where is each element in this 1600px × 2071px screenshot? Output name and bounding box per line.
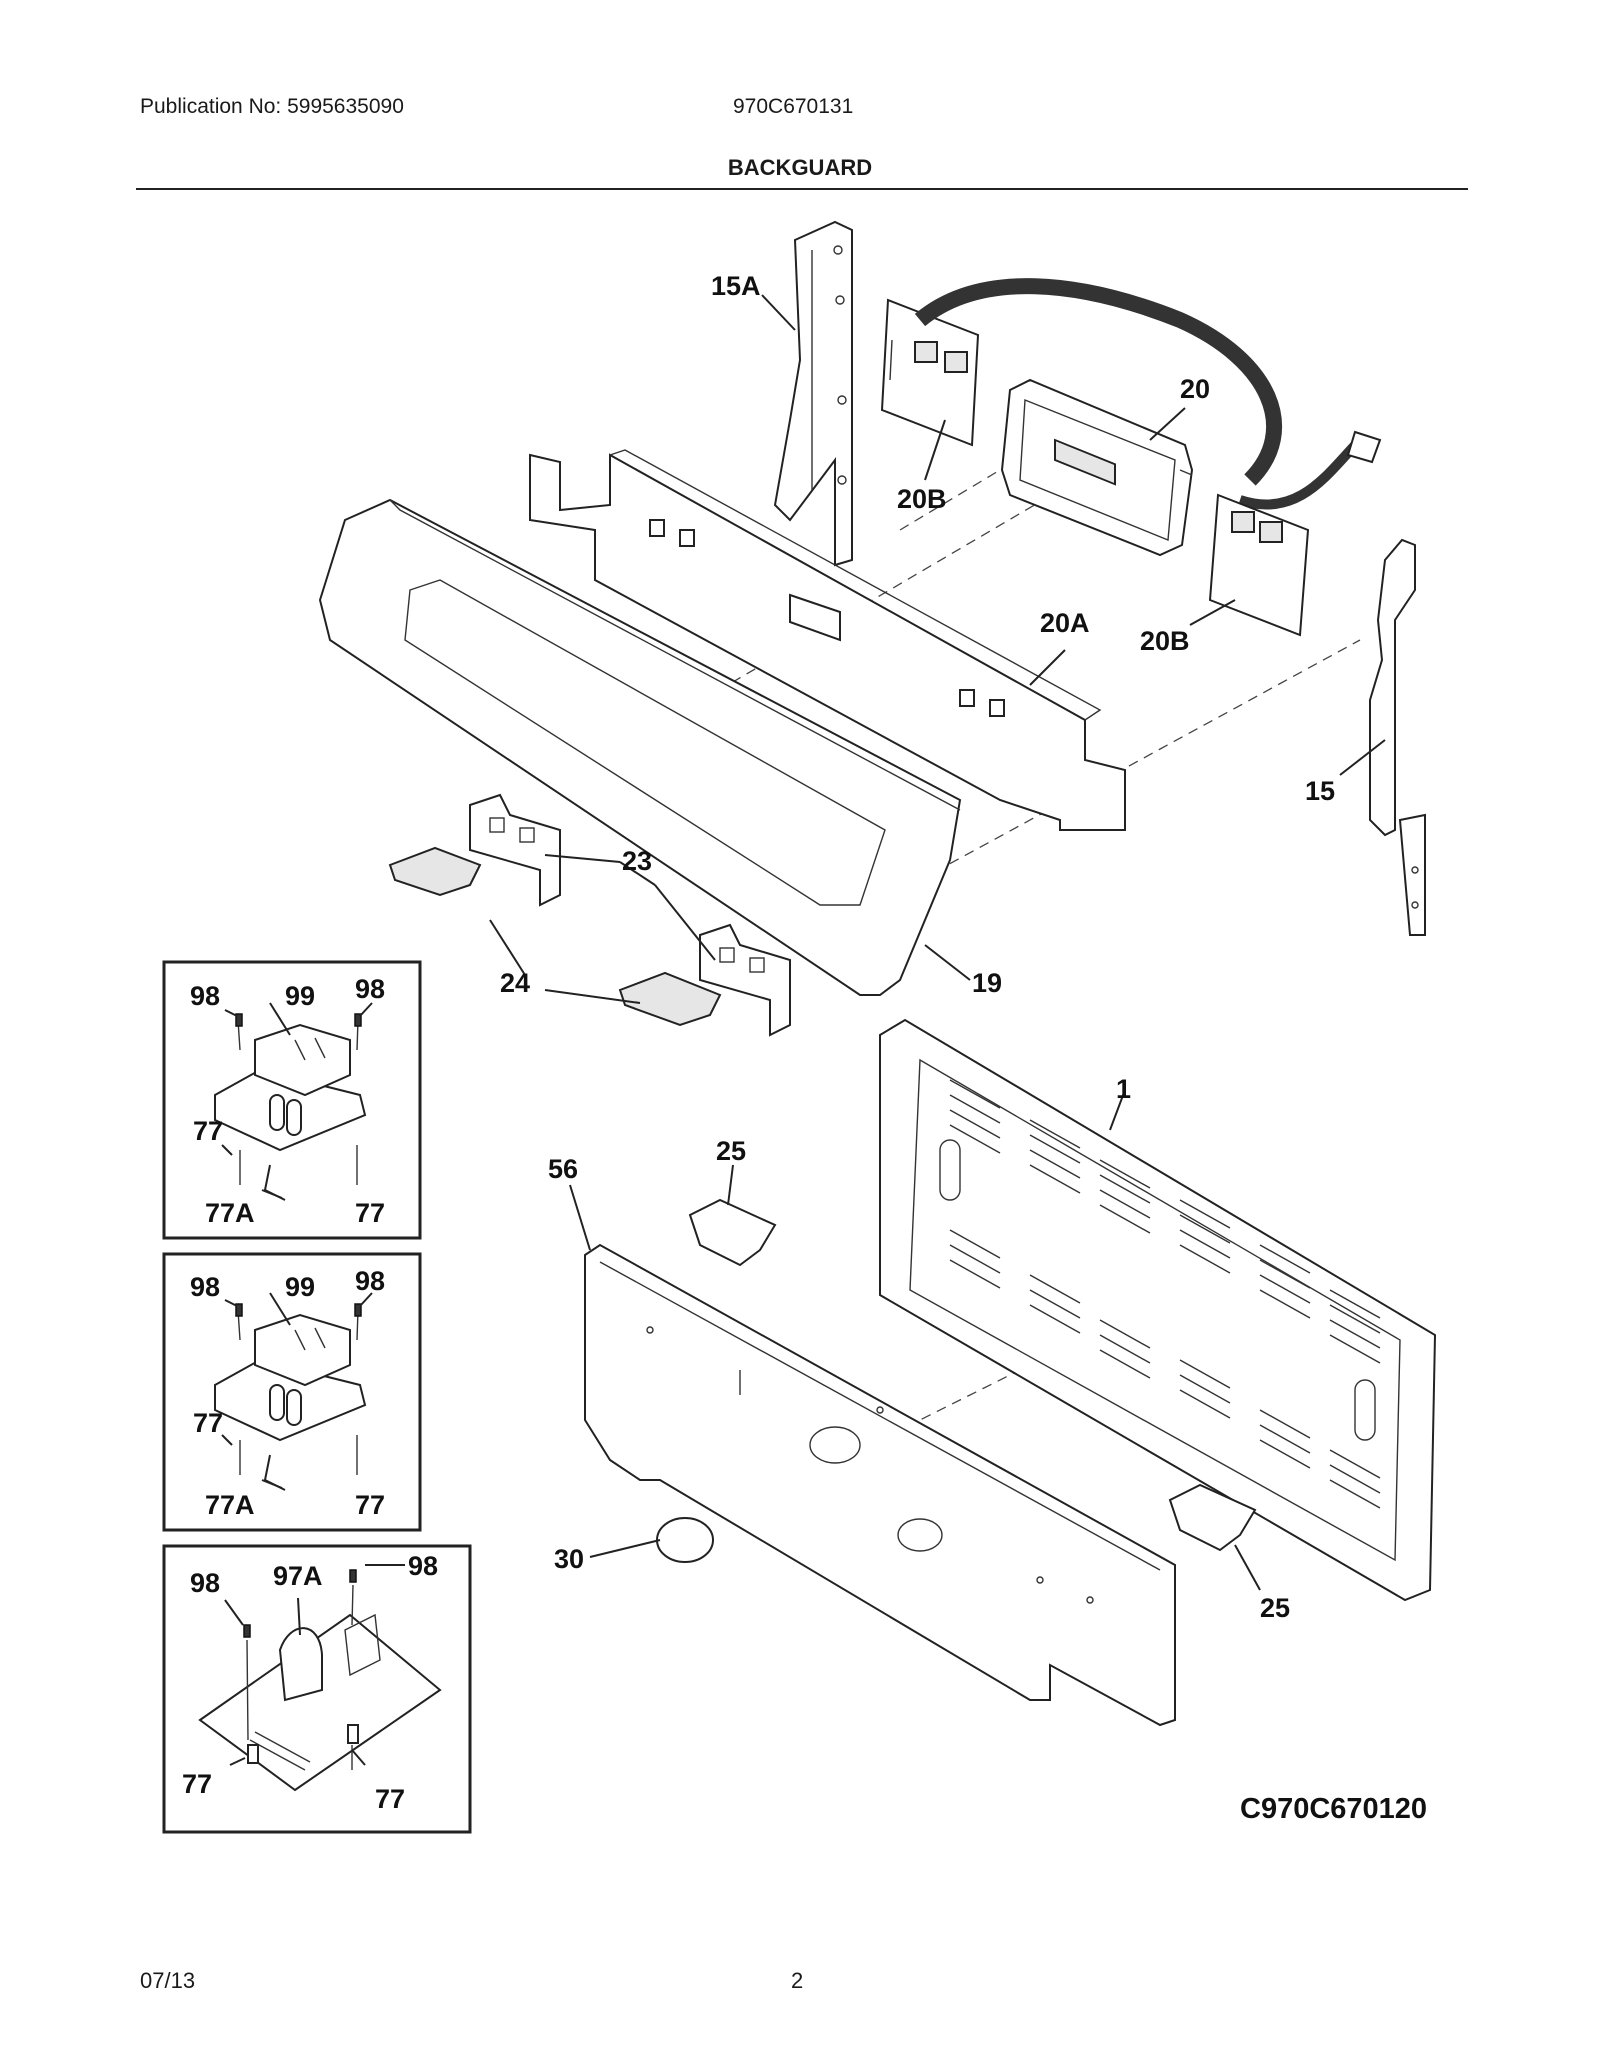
inset3-callout-77-right: 77	[375, 1784, 405, 1814]
callout-20A: 20A	[1040, 608, 1090, 638]
inset3-callout-98-right: 98	[408, 1551, 438, 1581]
control-board-20B-right	[1208, 493, 1310, 637]
end-cap-24-lower	[618, 971, 722, 1027]
inset2-callout-98-left: 98	[190, 1272, 220, 1302]
leader-lines	[489, 294, 1386, 1591]
inset3-callout-98-left: 98	[190, 1568, 220, 1598]
bracket-15A	[773, 220, 853, 567]
end-cap-23-lower	[699, 923, 791, 1037]
end-cap-23-upper	[469, 793, 561, 907]
inset2-callout-77-right: 77	[355, 1490, 385, 1520]
callout-20: 20	[1180, 374, 1210, 404]
callout-25-top: 25	[716, 1136, 746, 1166]
callout-19: 19	[972, 968, 1002, 998]
inset2-callout-98-right: 98	[355, 1266, 385, 1296]
page-number: 2	[791, 1968, 804, 1993]
footer-date: 07/13	[140, 1968, 196, 1993]
control-panel-housing-20A	[529, 449, 1126, 831]
callout-56: 56	[548, 1154, 578, 1184]
vent-slots	[949, 1079, 1381, 1509]
callout-25-bottom: 25	[1260, 1593, 1290, 1623]
callout-20B-top: 20B	[897, 484, 947, 514]
publication-number: Publication No: 5995635090	[140, 95, 404, 118]
header-rule	[136, 188, 1468, 190]
inset1-callout-77A: 77A	[205, 1198, 255, 1228]
callout-15: 15	[1305, 776, 1335, 806]
model-number: 970C670131	[733, 95, 854, 118]
callout-24: 24	[500, 968, 530, 998]
inset3-callout-77-left: 77	[182, 1769, 212, 1799]
inset1-callout-77-right: 77	[355, 1198, 385, 1228]
inset1-callout-98-right: 98	[355, 974, 385, 1004]
bracket-15	[1369, 538, 1426, 936]
control-board-20B-upper	[880, 298, 980, 447]
inset-box-2	[162, 1252, 422, 1532]
ribbon-cable	[914, 278, 1382, 510]
callout-23: 23	[622, 846, 652, 876]
inset-box-1	[162, 960, 422, 1240]
callout-20B-right: 20B	[1140, 626, 1190, 656]
rear-panel-1	[879, 1018, 1437, 1602]
inset2-callout-77A: 77A	[205, 1490, 255, 1520]
drawing-id: C970C670120	[1240, 1793, 1427, 1825]
lower-panel-56	[584, 1243, 1176, 1727]
inset1-callout-77-left: 77	[193, 1116, 223, 1146]
bracket-25-upper	[688, 1198, 777, 1267]
inset2-callout-77-left: 77	[193, 1408, 223, 1438]
bracket-25-lower	[1168, 1483, 1257, 1552]
callout-30: 30	[554, 1544, 584, 1574]
callout-1: 1	[1116, 1074, 1131, 1104]
inset1-callout-99: 99	[285, 981, 315, 1011]
end-cap-24-upper	[388, 846, 482, 897]
inset3-callout-97A: 97A	[273, 1561, 323, 1591]
callout-15A: 15A	[711, 271, 761, 301]
oven-control-20	[1000, 378, 1194, 557]
console-trim-19	[318, 498, 962, 996]
plug-30	[656, 1517, 714, 1563]
inset2-callout-99: 99	[285, 1272, 315, 1302]
inset1-callout-98-left: 98	[190, 981, 220, 1011]
inset-box-3	[162, 1544, 472, 1834]
page-title: BACKGUARD	[727, 155, 873, 180]
